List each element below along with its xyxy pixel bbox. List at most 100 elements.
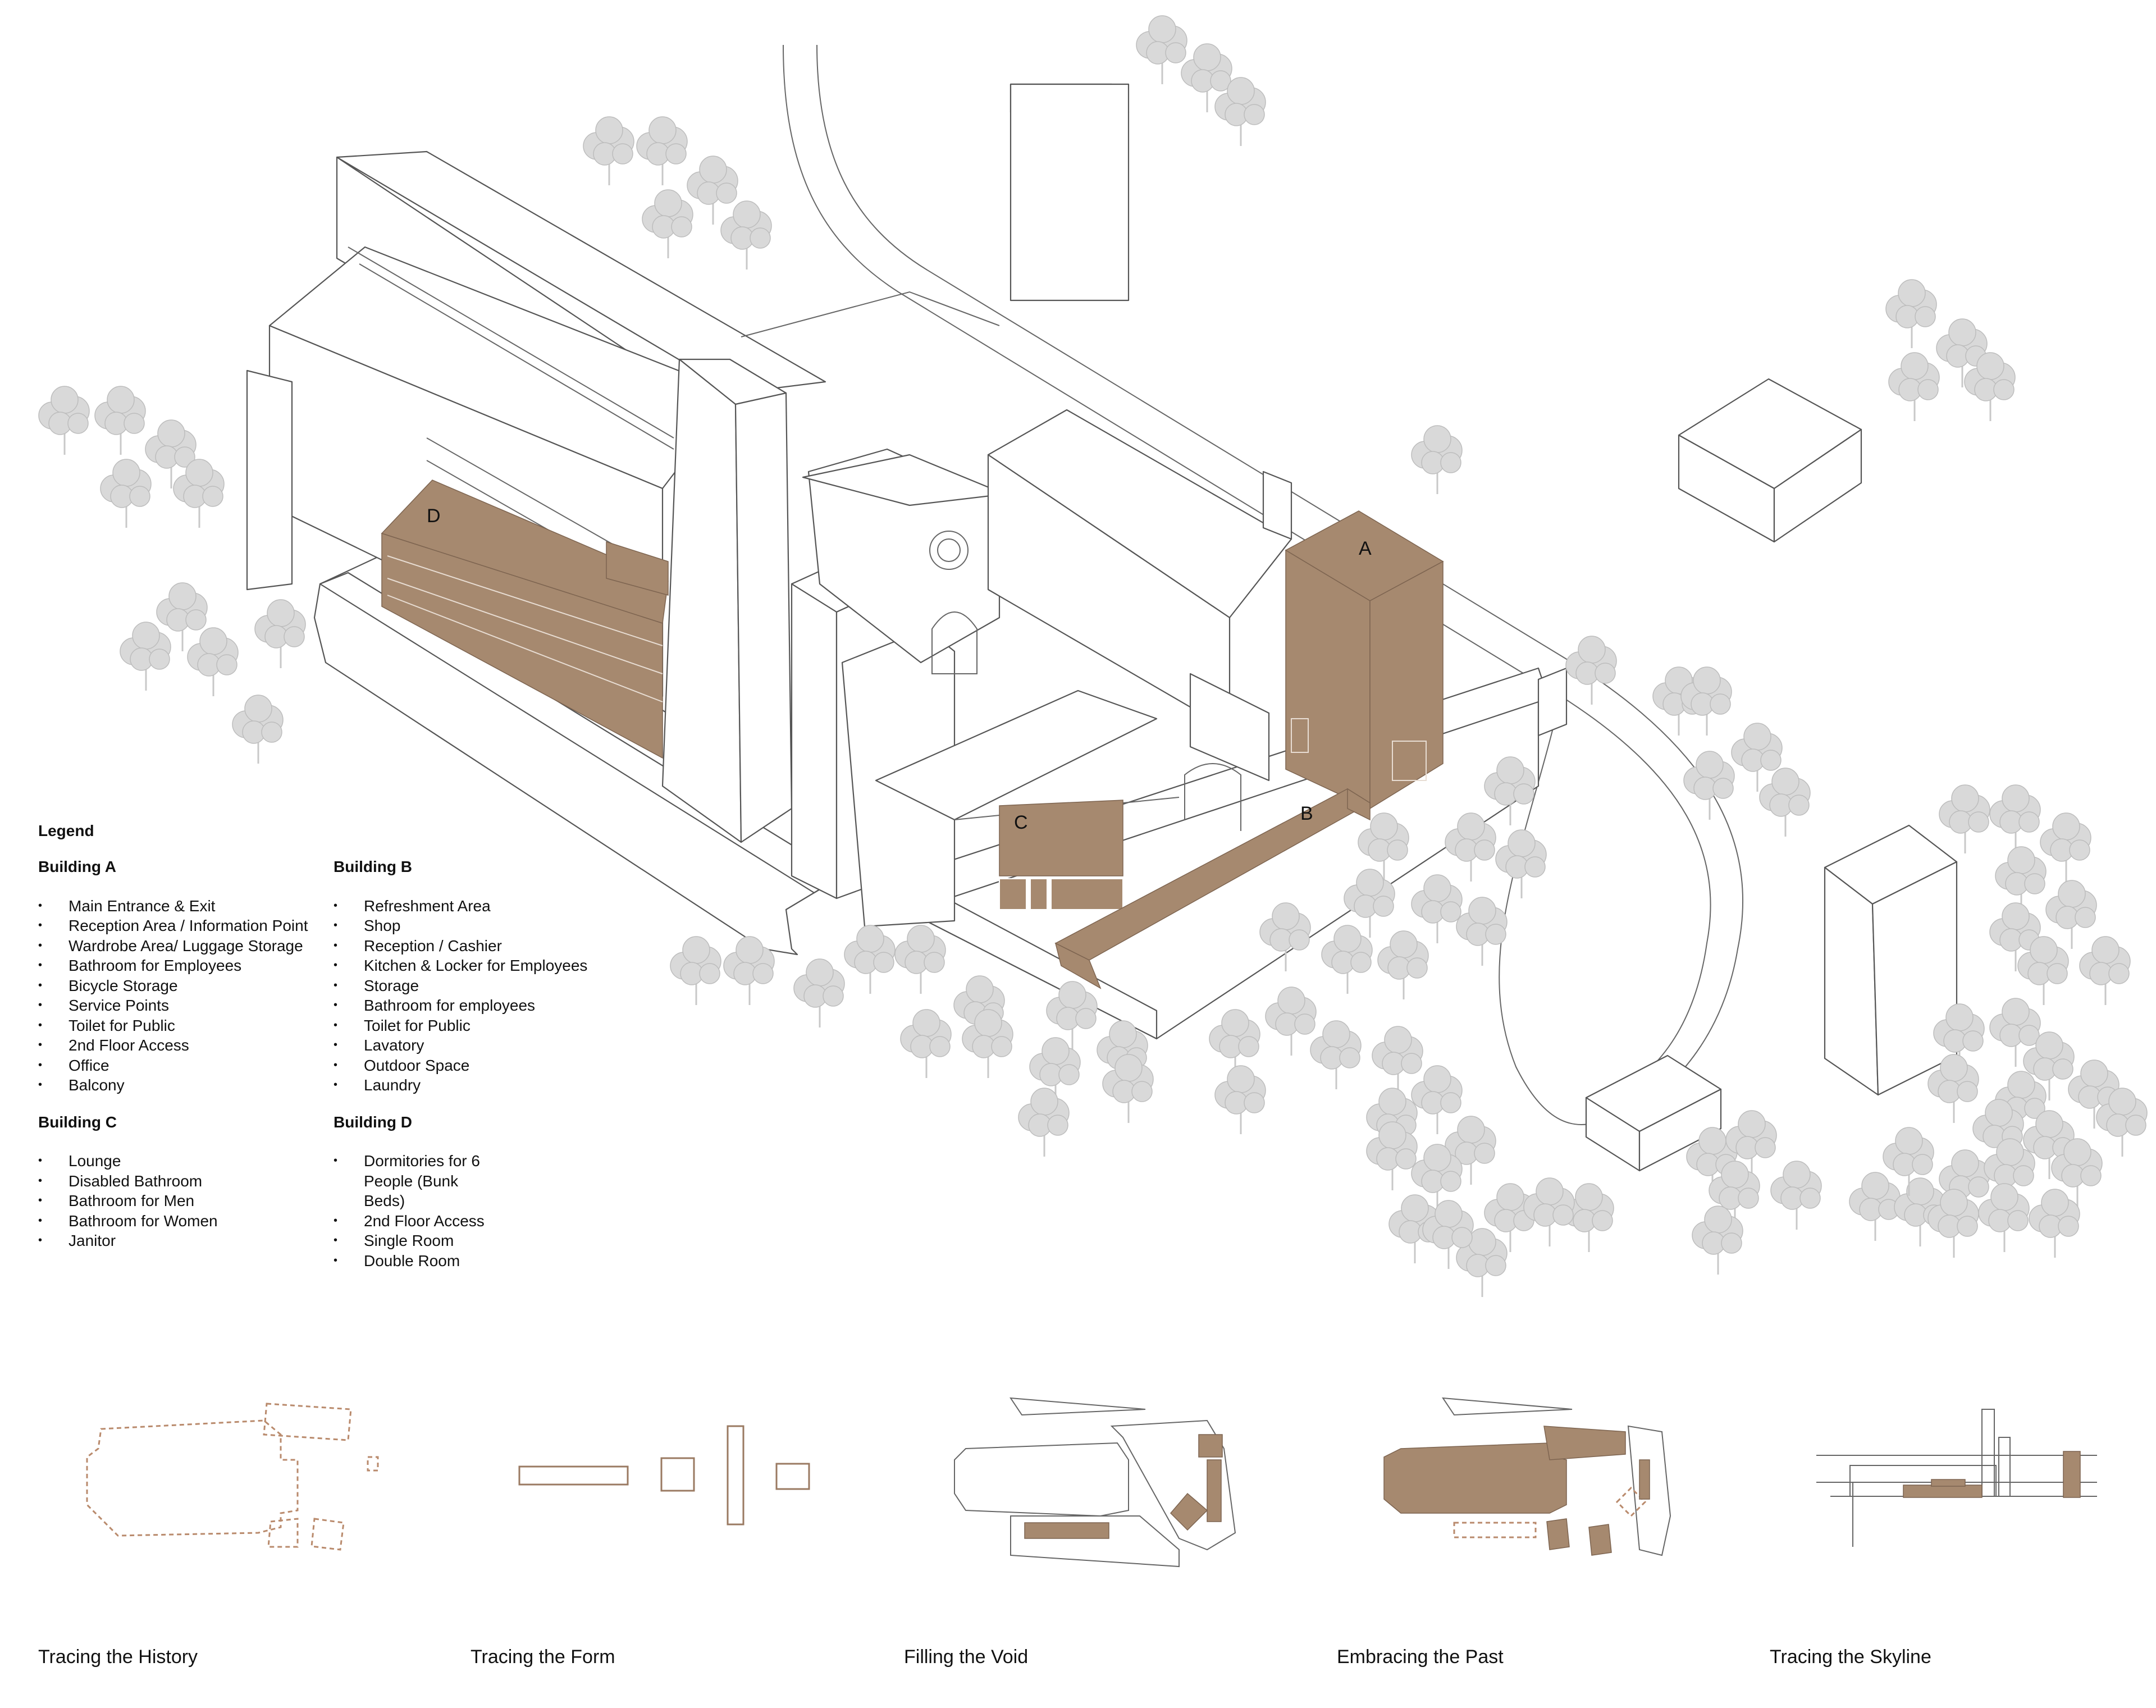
caption-tracing-history: Tracing the History [38,1646,198,1668]
tree [1018,1088,1070,1157]
tree [1029,1037,1081,1106]
tree [1411,1065,1463,1134]
tree [1456,1228,1508,1297]
tree [723,936,775,1005]
legend-item: Bathroom for employees [334,995,648,1016]
legend-item: Refreshment Area [334,896,648,916]
tree [1310,1020,1362,1089]
legend-item: Bicycle Storage [38,976,330,996]
tree [2023,1031,2075,1100]
building-d [381,479,669,759]
diagram-embracing-past [1383,1397,1671,1556]
legend-item: Balcony [38,1075,330,1095]
tree [1939,1149,1990,1218]
tree [793,958,845,1027]
diagram-tracing-history [86,1403,379,1551]
tree [94,386,146,455]
tree [1927,1054,1979,1123]
tree [1849,1172,1901,1241]
tree [1358,812,1409,882]
tree [254,599,306,668]
tree [1456,897,1508,966]
tree [962,1009,1013,1078]
tree [1888,352,1940,421]
tree [1321,925,1373,994]
caption-tracing-skyline: Tracing the Skyline [1770,1646,1931,1668]
tree [1445,1116,1496,1185]
building-d-label: D [427,505,441,527]
tree [1214,77,1266,146]
tree [1102,1054,1154,1123]
legend-item: Lavatory [334,1035,648,1056]
tree [1936,318,1988,387]
tree [1725,1110,1777,1179]
tree [2051,1138,2103,1207]
diagram-tracing-skyline [1816,1409,2097,1547]
tree [100,459,152,528]
legend-item: Bathroom for Women [38,1211,330,1231]
building-b-label: B [1300,803,1313,824]
tree [1181,43,1232,112]
legend-item: Janitor [38,1231,330,1251]
building-c [999,800,1123,910]
tree [2079,936,2131,1005]
building-a-label: A [1359,538,1372,559]
tree [1523,1177,1575,1246]
legend-item: Lounge [38,1151,330,1171]
tree [2096,1088,2148,1157]
tree [1989,784,2041,853]
legend-item: Storage [334,976,648,996]
tree [720,200,772,270]
legend-title: Legend [38,822,94,839]
tree [1995,846,2047,915]
tree [670,936,721,1005]
tree [1344,869,1395,938]
legend-item: Shop [334,916,648,936]
tree [844,925,896,994]
tree [1692,1205,1743,1275]
tree [38,386,90,455]
tree [1885,279,1937,348]
legend-item: Toilet for Public [38,1016,330,1036]
tree [1565,636,1617,705]
tree [1046,981,1098,1050]
tree [173,459,225,528]
legend-item: Disabled Bathroom [38,1171,330,1191]
tree [1136,15,1187,84]
tree [894,925,946,994]
diagram-filling-void [954,1397,1236,1568]
tree [2029,1189,2080,1258]
tree [1709,1161,1760,1230]
tree [2040,812,2091,882]
legend-item: Office [38,1056,330,1076]
legend-item: Dormitories for 6 People (Bunk Beds) [334,1151,502,1211]
legend-item: 2nd Floor Access [38,1035,330,1056]
tree [1939,784,1990,853]
legend-item: Bathroom for Men [38,1191,330,1211]
building-b [1054,788,1371,989]
tree [900,1009,952,1078]
legend-item: Kitchen & Locker for Employees [334,956,648,976]
caption-filling-void: Filling the Void [904,1646,1029,1668]
legend-item: Outdoor Space [334,1056,648,1076]
legend-item: Service Points [38,995,330,1016]
tree [1989,998,2041,1067]
tree [1214,1065,1266,1134]
tree [1495,829,1547,898]
tree [2017,936,2069,1005]
legend-item: Double Room [334,1251,502,1271]
tree [1366,1121,1418,1190]
legend-item: 2nd Floor Access [334,1211,502,1231]
tree [1927,1189,1979,1258]
legend-item: Laundry [334,1075,648,1095]
tree [1984,1138,2035,1207]
tree [1209,1009,1260,1078]
tree [1484,756,1536,825]
caption-tracing-form: Tracing the Form [471,1646,615,1668]
legend-item: Main Entrance & Exit [38,896,330,916]
tree [2045,880,2097,949]
tree [232,695,284,764]
legend-building-c-heading: Building C [38,1113,117,1131]
tree [1377,930,1429,999]
